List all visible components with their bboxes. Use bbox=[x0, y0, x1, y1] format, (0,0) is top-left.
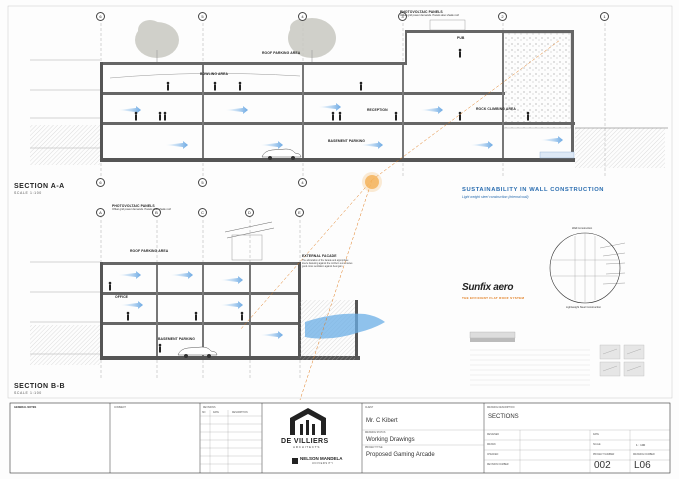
drawing-status-label: DRAWING STATUS bbox=[365, 432, 386, 434]
sunfix-aero-logo: Sunfix aero bbox=[462, 282, 514, 293]
checked-label: CHECKED bbox=[487, 454, 499, 456]
project-number-label: PROJECT NUMBER bbox=[593, 454, 615, 456]
project-title-label: PROJECT TITLE bbox=[365, 447, 383, 449]
note-external-facade: The articulation of the facade and appro… bbox=[302, 260, 353, 268]
grid-bubble-b-a: A bbox=[96, 208, 105, 217]
section-a-scale: SCALE 1:100 bbox=[14, 191, 42, 195]
note-pv-panels-b: Offset grid power demands. Panels also s… bbox=[112, 208, 171, 211]
drawing-description-label: DRAWING DESCRIPTION bbox=[487, 407, 515, 409]
revisions-label: REVISIONS bbox=[203, 407, 216, 409]
grid-bubble-b-b: B bbox=[152, 208, 161, 217]
label-rock-climbing: ROCK CLIMBING AREA bbox=[476, 107, 516, 111]
university-subtitle: UNIVERSITY bbox=[312, 462, 334, 465]
client-label: CLIENT bbox=[365, 407, 374, 409]
grid-bubble-a-4: 4 bbox=[298, 12, 307, 21]
grid-bubble-a-5: 5 bbox=[198, 12, 207, 21]
grid-bubble-b-c: C bbox=[198, 208, 207, 217]
grid-bubble-a-6-bottom: 6 bbox=[96, 178, 105, 187]
revision-number-label: REVISION NUMBER bbox=[487, 464, 509, 466]
sustainability-title: SUSTAINABILITY IN WALL CONSTRUCTION bbox=[462, 187, 605, 193]
drawing-number: L06 bbox=[634, 460, 651, 471]
label-pub: PUB bbox=[457, 36, 465, 40]
label-basement-parking-a: BASEMENT PARKING bbox=[328, 139, 365, 143]
grid-bubble-a-6: 6 bbox=[96, 12, 105, 21]
rev-col-no: NO bbox=[202, 412, 206, 414]
grid-bubble-a-3: 3 bbox=[398, 12, 407, 21]
scale-label: SCALE bbox=[593, 444, 601, 446]
grid-bubble-a-1: 1 bbox=[600, 12, 609, 21]
rev-col-date: DATE bbox=[213, 412, 219, 414]
drawn-label: DRAWN bbox=[487, 444, 496, 446]
note-pv-panels-a: Offset grid power demands. Panels also s… bbox=[400, 14, 459, 17]
rev-col-description: DESCRIPTION bbox=[232, 412, 248, 414]
grid-bubble-a-4-bottom: 4 bbox=[298, 178, 307, 187]
wall-diagram-caption: Lightweight Steel Construction bbox=[566, 306, 602, 309]
drawing-number-label: DRAWING NUMBER bbox=[633, 454, 655, 456]
project-title: Proposed Gaming Arcade bbox=[366, 452, 435, 458]
label-basement-parking-b: BASEMENT PARKING bbox=[158, 337, 195, 341]
label-external-facade: EXTERNAL FACADE bbox=[302, 254, 337, 258]
label-pv-panels-b: PHOTOVOLTAIC PANELS bbox=[112, 204, 155, 208]
scale-value: 1 : 100 bbox=[636, 443, 646, 447]
label-office: OFFICE bbox=[115, 295, 129, 299]
grid-bubble-a-5-bottom: 5 bbox=[198, 178, 207, 187]
label-reception: RECEPTION bbox=[367, 108, 388, 112]
designed-label: DESIGNED bbox=[487, 434, 499, 436]
drawing-status: Working Drawings bbox=[366, 437, 415, 443]
sunfix-tagline: THE EFFICIENT FLAT ROOF SYSTEM bbox=[462, 296, 525, 300]
section-b-title: SECTION B-B bbox=[14, 383, 65, 390]
section-a-title: SECTION A-A bbox=[14, 183, 65, 190]
firm-name: DE VILLIERS bbox=[281, 438, 329, 445]
grid-bubble-a-2: 2 bbox=[498, 12, 507, 21]
general-notes-heading: GENERAL NOTES bbox=[14, 406, 37, 409]
date-label: DATE bbox=[593, 434, 599, 436]
university-name: NELSON MANDELA bbox=[300, 456, 343, 461]
grid-bubble-b-e: E bbox=[295, 208, 304, 217]
section-b-scale: SCALE 1:100 bbox=[14, 391, 42, 395]
sustainability-subtitle: Light weight steel construction (interna… bbox=[462, 195, 529, 199]
label-roof-parking-a: ROOF PARKING AREA bbox=[262, 51, 301, 55]
label-roof-parking-b: ROOF PARKING AREA bbox=[130, 249, 169, 253]
drawing-description: SECTIONS bbox=[488, 414, 519, 420]
firm-subtitle: ARCHITECTS bbox=[293, 445, 321, 449]
client-name: Mr. C Kibert bbox=[366, 418, 398, 424]
project-number: 002 bbox=[594, 460, 611, 471]
label-bowling-area: BOWLING AREA bbox=[200, 72, 229, 76]
comment-label: COMMENT bbox=[114, 407, 126, 409]
label-pv-panels-a: PHOTOVOLTAIC PANELS bbox=[400, 10, 443, 14]
wall-construction-caption: Wall Construction bbox=[572, 227, 593, 230]
grid-bubble-b-d: D bbox=[245, 208, 254, 217]
